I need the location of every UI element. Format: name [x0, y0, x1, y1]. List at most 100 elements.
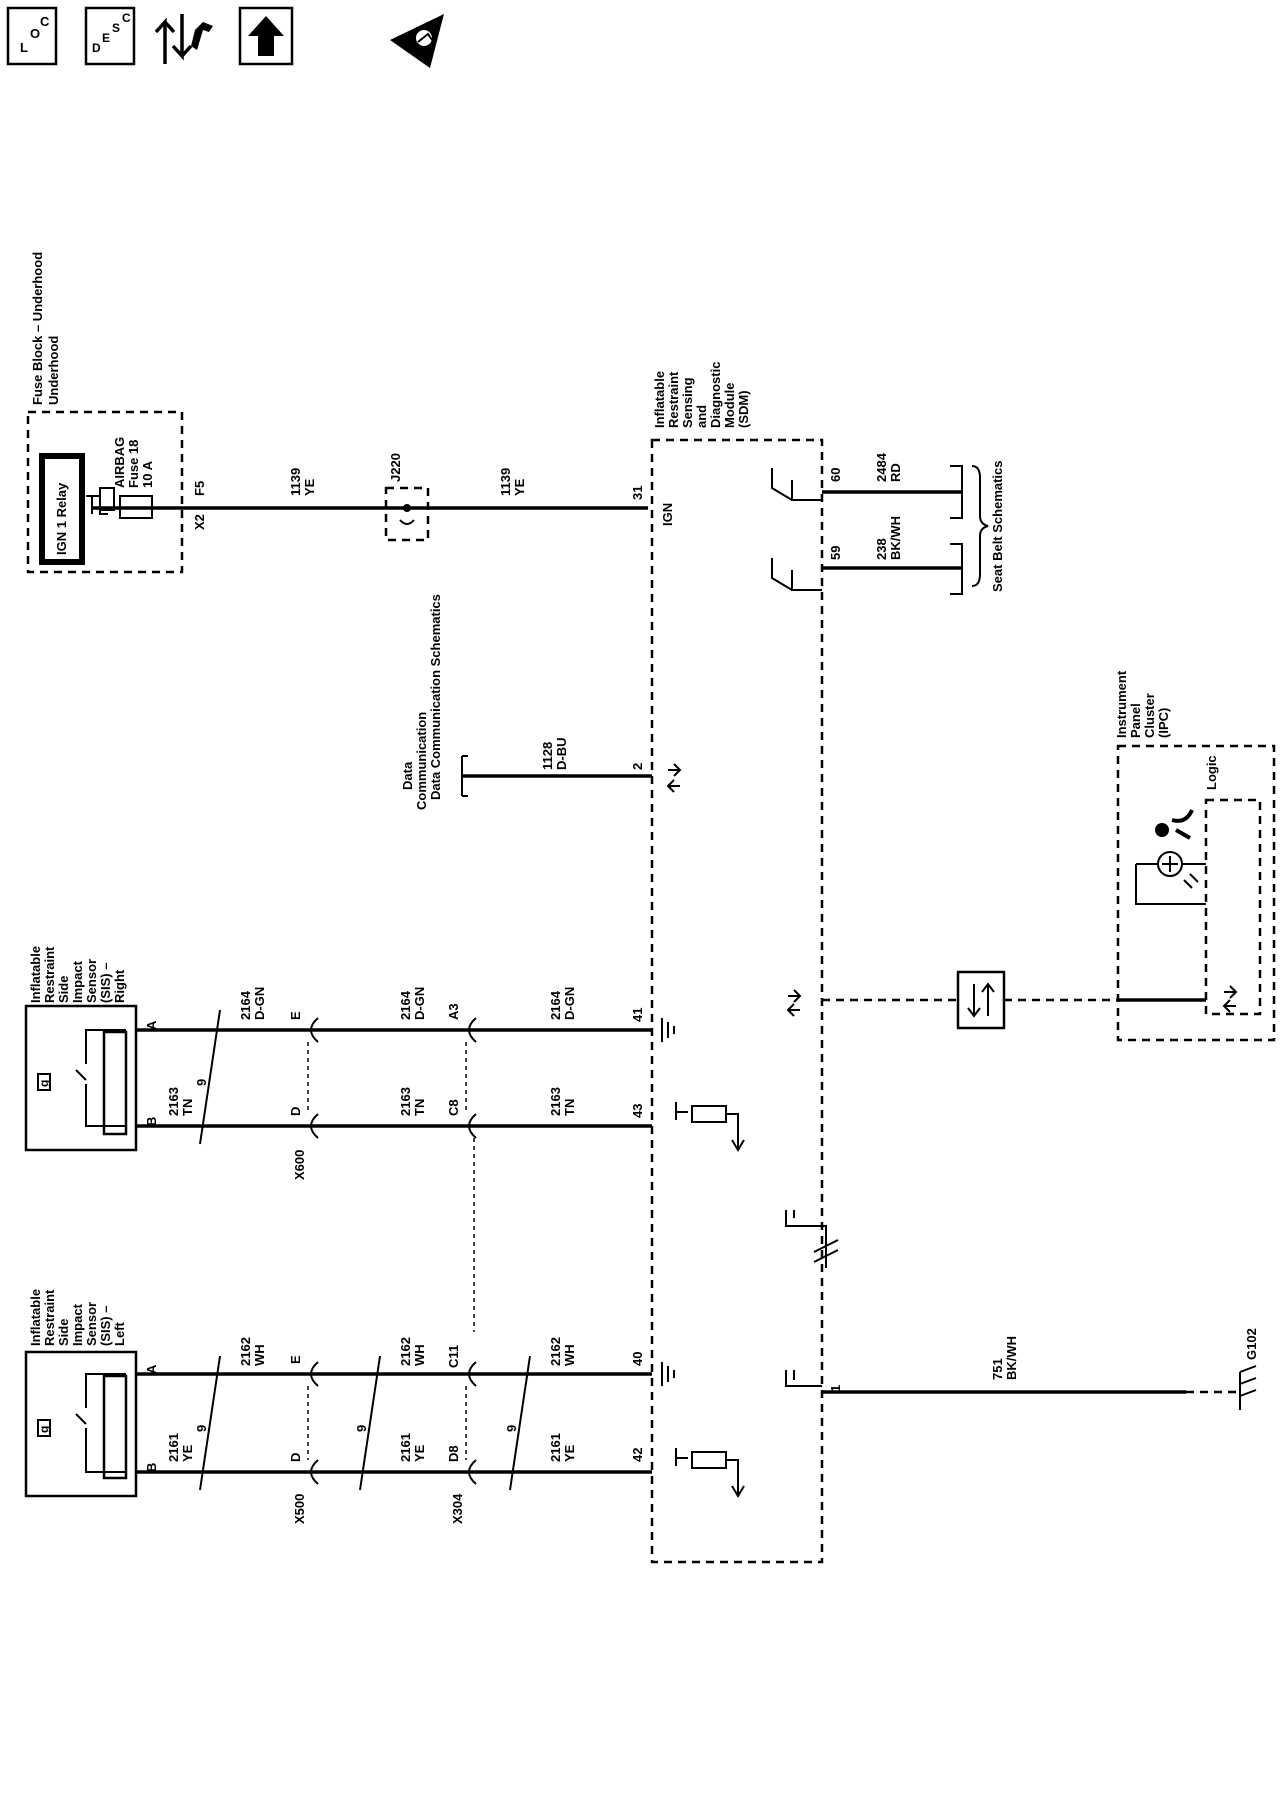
sdm-pin-31: 31 [630, 486, 645, 500]
svg-text:Inflatable: Inflatable [28, 946, 43, 1003]
svg-text:O: O [30, 26, 40, 41]
svg-text:238: 238 [874, 538, 889, 560]
svg-text:D-GN: D-GN [252, 987, 267, 1020]
svg-text:BK/WH: BK/WH [888, 516, 903, 560]
sdm-pin-2: 2 [630, 763, 645, 770]
svg-text:D-BU: D-BU [554, 738, 569, 771]
sdm-pin-60: 60 [828, 468, 843, 482]
ipc-boundary [1116, 744, 1276, 1042]
svg-text:C11: C11 [446, 1345, 461, 1368]
svg-text:YE: YE [412, 1444, 427, 1462]
location-button[interactable]: L O C [6, 6, 58, 66]
svg-text:2162: 2162 [238, 1337, 253, 1366]
pin-f5: F5 [192, 481, 207, 496]
connector-x500 [310, 1361, 319, 1485]
svg-text:Restraint: Restraint [666, 371, 681, 428]
svg-text:Restraint: Restraint [42, 1289, 57, 1346]
svg-text:Inflatable: Inflatable [28, 1289, 43, 1346]
ipc-module: Instrument Panel Cluster (IPC) Logic [1114, 670, 1276, 1042]
svg-text:2484: 2484 [874, 452, 889, 482]
sdm-pin-42: 42 [630, 1448, 645, 1462]
svg-text:Data: Data [400, 761, 415, 790]
sis-left-boundary [24, 1350, 138, 1498]
seat-belt-switch-59 [771, 558, 822, 591]
esd-sensitive-icon [37, 1073, 51, 1091]
svg-text:Side: Side [56, 976, 71, 1003]
fuse-label-number: Fuse 18 [126, 440, 141, 488]
svg-text:E: E [288, 1355, 303, 1364]
connector-x304 [468, 1361, 477, 1485]
svg-text:9: 9 [504, 1425, 519, 1432]
svg-text:2162: 2162 [398, 1337, 413, 1366]
svg-text:WH: WH [562, 1344, 577, 1366]
esd-warning-icon [390, 14, 444, 68]
fuse-block-title: Fuse Block – Underhood [30, 252, 45, 405]
svg-text:D-GN: D-GN [412, 987, 427, 1020]
svg-text:(IPC): (IPC) [1156, 708, 1171, 738]
svg-text:and: and [694, 405, 709, 428]
svg-text:E: E [288, 1011, 303, 1020]
connector-x2: X2 [192, 514, 207, 530]
svg-text:TN: TN [562, 1099, 577, 1116]
svg-text:C: C [40, 14, 50, 29]
sdm-pin-59: 59 [828, 546, 843, 560]
svg-text:751: 751 [990, 1358, 1005, 1380]
repair-info-icon[interactable] [154, 14, 213, 64]
pull-down-arrow [726, 1113, 745, 1152]
ground-g102-label: G102 [1244, 1328, 1259, 1360]
svg-text:2161: 2161 [548, 1433, 563, 1462]
connector-x600-label: X600 [292, 1150, 307, 1180]
description-button[interactable]: D E S C [84, 6, 136, 66]
svg-text:9: 9 [194, 1079, 209, 1086]
svg-text:Restraint: Restraint [42, 946, 57, 1003]
sdm-pin-43: 43 [630, 1104, 645, 1118]
sdm-pin-ign-label: IGN [660, 503, 675, 526]
svg-text:2164: 2164 [548, 990, 563, 1020]
svg-text:A3: A3 [446, 1003, 461, 1020]
svg-text:C8: C8 [446, 1099, 461, 1116]
ipc-logic-label: Logic [1204, 755, 1219, 790]
svg-text:WH: WH [252, 1344, 267, 1366]
seat-belt-switch-60 [771, 468, 822, 501]
svg-text:Diagnostic: Diagnostic [708, 362, 723, 428]
connector-x500-label: X500 [292, 1494, 307, 1524]
svg-text:TN: TN [412, 1099, 427, 1116]
fuse-label-airbag: AIRBAG [112, 437, 127, 488]
svg-text:D: D [288, 1453, 303, 1462]
svg-text:A: A [144, 1020, 159, 1030]
svg-text:Cluster: Cluster [1142, 693, 1157, 738]
svg-text:g: g [37, 1426, 51, 1433]
fuse-block-underhood: Fuse Block – Underhood Underhood IGN 1 R… [26, 252, 207, 574]
up-arrow-button[interactable] [238, 6, 294, 66]
svg-text:2164: 2164 [398, 990, 413, 1020]
resistor-symbol [691, 1105, 727, 1123]
svg-text:Right: Right [112, 969, 127, 1003]
svg-text:YE: YE [302, 478, 317, 496]
svg-text:2163: 2163 [166, 1087, 181, 1116]
svg-text:YE: YE [512, 478, 527, 496]
svg-text:9: 9 [194, 1425, 209, 1432]
svg-text:TN: TN [180, 1099, 195, 1116]
svg-text:2161: 2161 [398, 1433, 413, 1462]
sis-right-boundary [24, 1004, 138, 1152]
svg-text:B: B [144, 1117, 159, 1126]
twisted-pair-right [199, 1009, 221, 1145]
svg-text:Sensor: Sensor [84, 959, 99, 1003]
data-comm-schematics-link[interactable]: Data Communication Schematics [428, 594, 443, 800]
svg-text:Underhood: Underhood [46, 336, 61, 405]
seat-belt-schematics-link[interactable]: Seat Belt Schematics [990, 460, 1005, 592]
ign1-relay-box [39, 453, 85, 565]
ipc-logic-boundary [1204, 798, 1262, 1016]
svg-text:Panel: Panel [1128, 703, 1143, 738]
sdm-pin-1: 1 [828, 1385, 843, 1392]
sdm-module: Inflatable Restraint Sensing and Diagnos… [650, 362, 824, 1564]
ground-symbol [661, 1018, 675, 1042]
svg-text:A: A [144, 1364, 159, 1374]
svg-text:2164: 2164 [238, 990, 253, 1020]
svg-text:(SIS) –: (SIS) – [98, 1306, 113, 1346]
svg-text:(SDM): (SDM) [736, 390, 751, 428]
svg-text:1128: 1128 [540, 742, 555, 770]
svg-text:Sensor: Sensor [84, 1302, 99, 1346]
svg-text:S: S [112, 21, 120, 35]
seat-belt-brace [971, 465, 989, 587]
